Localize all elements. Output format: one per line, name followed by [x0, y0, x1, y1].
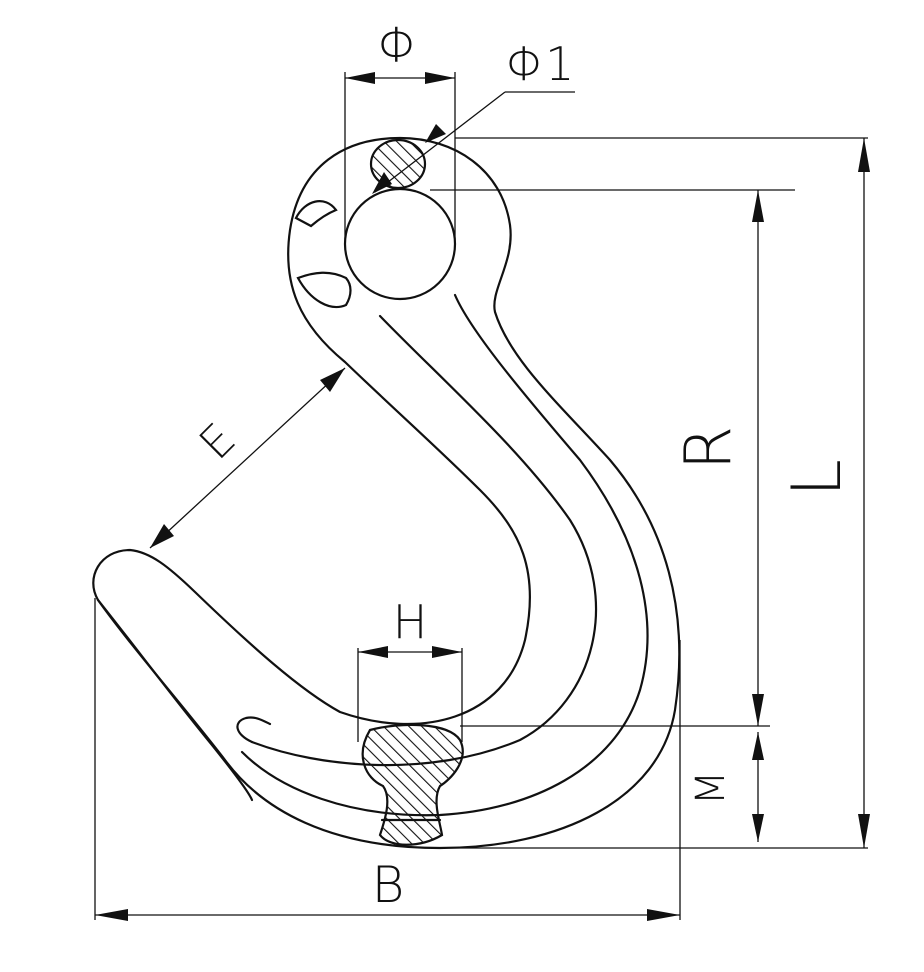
label-r: R [672, 426, 746, 470]
dim-l: L [440, 137, 870, 849]
cross-section-top [369, 138, 427, 190]
dim-b: B [94, 598, 681, 921]
eye-latch-upper [294, 200, 338, 228]
section-phi1 [369, 138, 427, 190]
tip-edge [96, 598, 254, 802]
label-l: L [778, 459, 857, 497]
groove-tip [236, 716, 272, 744]
dim-h: H [357, 595, 463, 742]
dim-m: M [688, 732, 764, 842]
eye-hole [343, 187, 457, 301]
dim-e: E [149, 367, 346, 549]
cross-section-bottom [361, 723, 464, 846]
label-m: M [688, 771, 734, 806]
hook-body [92, 136, 681, 850]
dim-phi: Φ [344, 18, 456, 244]
section-h [361, 723, 464, 846]
label-h: H [393, 595, 428, 649]
label-phi: Φ [377, 18, 418, 74]
label-e: E [190, 414, 246, 470]
groove-line-outer [240, 293, 649, 817]
eye-latch-lower [296, 271, 352, 309]
dim-phi1: Φ1 [372, 37, 575, 194]
label-b: B [372, 856, 405, 914]
dim-r: R [430, 189, 795, 727]
hook-outline [92, 136, 681, 850]
label-phi1: Φ1 [506, 37, 575, 91]
